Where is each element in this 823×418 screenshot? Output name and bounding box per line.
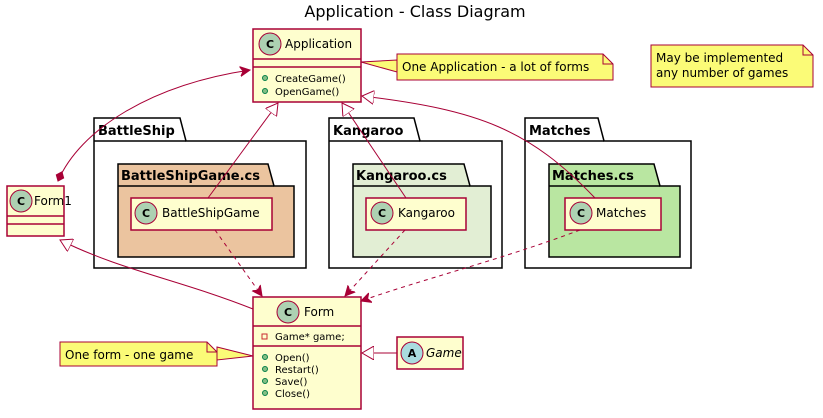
class-name-game: Game (426, 346, 462, 360)
class-icon-letter: C (266, 38, 274, 51)
class-name-battleship-game: BattleShipGame (162, 206, 260, 220)
package-label-kangaroo: Kangaroo (333, 124, 404, 139)
class-battleship-game[interactable]: C BattleShipGame (130, 197, 273, 231)
abstract-icon-letter: A (408, 347, 417, 360)
public-method-icon (262, 390, 268, 396)
class-icon (569, 201, 593, 225)
inheritance-kangaroo-application (342, 103, 407, 199)
class-name-kangaroo: Kangaroo (398, 206, 455, 220)
class-icon-letter: C (142, 207, 150, 220)
note-form-text: One form - one game (65, 348, 193, 362)
package-kangaroo: Kangaroo Kangaroo.cs (328, 117, 503, 269)
note-games-line1: May be implemented (656, 51, 783, 65)
inheritance-matches-application (362, 96, 596, 199)
abstract-icon (400, 341, 424, 365)
method-open: Open() (275, 353, 310, 364)
package-label-kangaroo-cs: Kangaroo.cs (356, 169, 447, 184)
note-application-text: One Application - a lot of forms (402, 60, 589, 74)
public-method-icon (262, 378, 268, 384)
class-name-matches: Matches (596, 206, 646, 220)
method-open-game: OpenGame() (275, 87, 339, 98)
method-save: Save() (275, 377, 307, 388)
class-name-application: Application (285, 37, 352, 51)
class-name-form: Form (304, 305, 334, 319)
class-form1[interactable]: C Form1 (6, 185, 72, 237)
class-icon-letter: C (378, 207, 386, 220)
class-icon (370, 201, 394, 225)
class-icon (276, 300, 300, 324)
class-icon-letter: C (284, 306, 292, 319)
package-label-battleship: BattleShip (98, 124, 175, 139)
package-label-matches: Matches (529, 124, 591, 139)
class-icon-letter: C (577, 207, 585, 220)
public-method-icon (262, 88, 268, 94)
class-game[interactable]: A Game (396, 336, 464, 370)
class-matches[interactable]: C Matches (564, 197, 662, 231)
public-method-icon (262, 75, 268, 81)
private-field-icon (261, 333, 268, 340)
class-form[interactable]: C Form Game* game; Open() Restart() Save… (252, 296, 362, 410)
field-game: Game* game; (275, 332, 345, 343)
package-battleship: BattleShip BattleShipGame.cs (93, 117, 307, 269)
package-label-matches-cs: Matches.cs (552, 169, 634, 184)
note-form: One form - one game (59, 341, 254, 367)
package-matches: Matches Matches.cs (524, 117, 692, 269)
method-close: Close() (275, 389, 310, 400)
class-icon (9, 189, 33, 213)
dependency-battleship-form (214, 229, 262, 296)
class-icon-letter: C (17, 195, 25, 208)
method-create-game: CreateGame() (275, 74, 346, 85)
note-games-line2: any number of games (656, 66, 788, 80)
note-application: One Application - a lot of forms (360, 53, 614, 81)
class-application[interactable]: C Application CreateGame() OpenGame() (252, 28, 362, 103)
class-icon (134, 201, 158, 225)
composition-form1-application (58, 70, 250, 181)
inheritance-form-form1 (60, 240, 254, 310)
dependency-kangaroo-form (345, 229, 406, 296)
diagram-title: Application - Class Diagram (304, 2, 525, 21)
public-method-icon (262, 354, 268, 360)
method-restart: Restart() (275, 365, 319, 376)
public-method-icon (262, 366, 268, 372)
note-games: May be implemented any number of games (650, 44, 814, 88)
dependency-matches-form (361, 229, 581, 301)
class-kangaroo[interactable]: C Kangaroo (365, 197, 467, 231)
class-icon (258, 32, 282, 56)
class-name-form1: Form1 (34, 194, 72, 208)
inheritance-battleship-application (207, 103, 278, 199)
package-label-battleship-cs: BattleShipGame.cs (121, 169, 260, 184)
